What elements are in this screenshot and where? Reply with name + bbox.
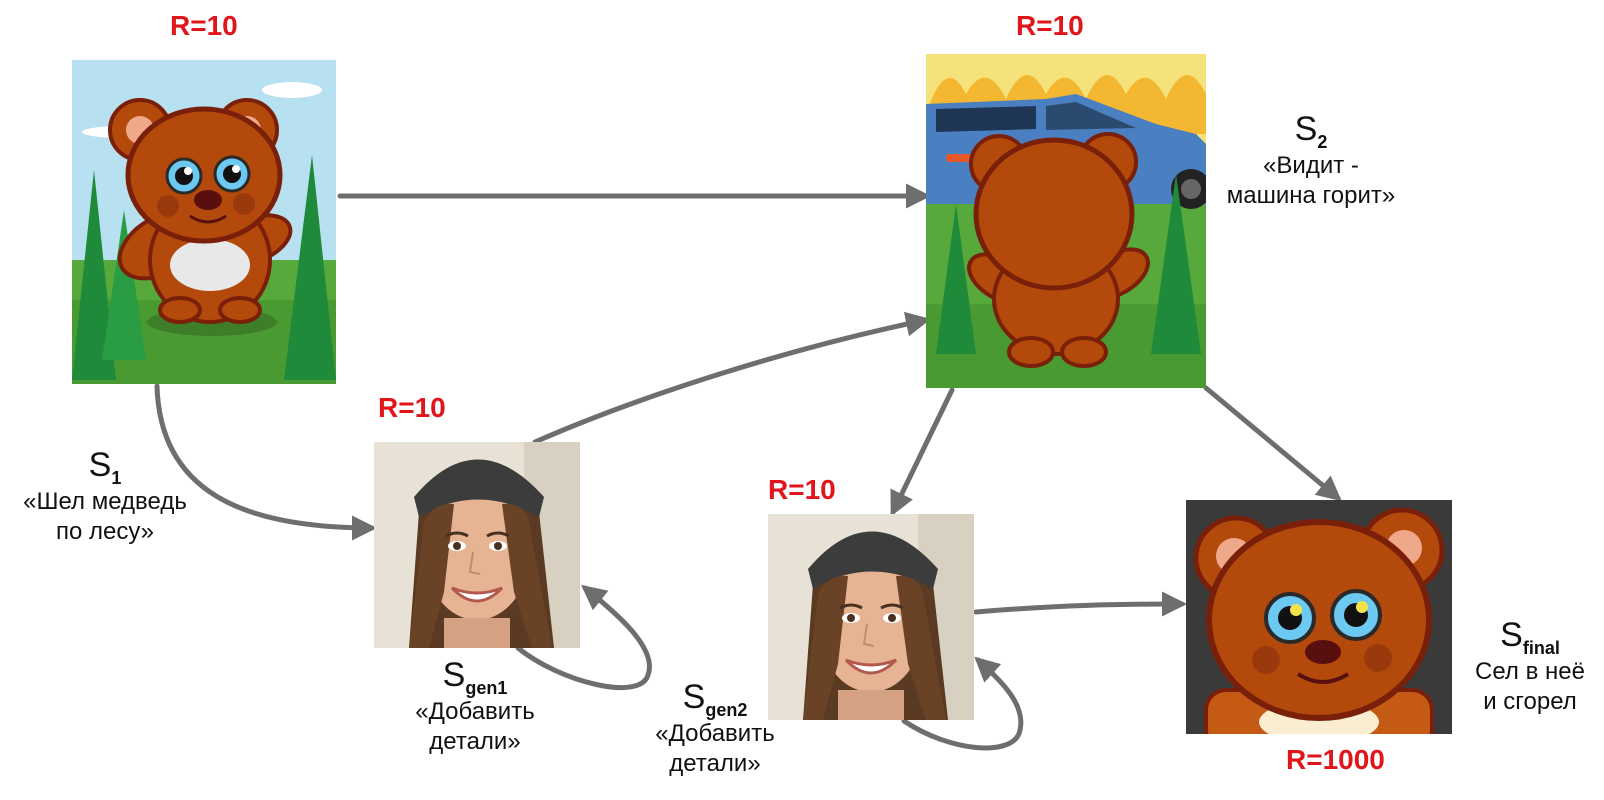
label-s2: S2 «Видит - машина горит» bbox=[1226, 110, 1396, 209]
bear-face-icon bbox=[1193, 507, 1445, 734]
bear-icon bbox=[108, 98, 293, 324]
edge-s2-final bbox=[1203, 385, 1342, 502]
label-s1: S1 «Шел медведь по лесу» bbox=[23, 446, 187, 545]
edge-gen2-final bbox=[973, 591, 1187, 617]
reward-s1: R=10 bbox=[170, 10, 238, 41]
label-gen1: Sgen1 «Добавить детали» bbox=[415, 656, 535, 755]
label-gen2: Sgen2 «Добавить детали» bbox=[655, 678, 775, 777]
edge-gen1-s2 bbox=[532, 311, 931, 445]
image-bear-forest bbox=[72, 60, 336, 384]
label-final: Sfinal Сел в неё и сгорел bbox=[1475, 616, 1585, 715]
reward-s2: R=10 bbox=[1016, 10, 1084, 41]
bear-back-icon bbox=[967, 132, 1150, 368]
reward-gen1: R=10 bbox=[378, 392, 446, 423]
image-bear-closeup bbox=[1186, 500, 1452, 734]
image-woman-portrait-2 bbox=[768, 514, 974, 720]
image-woman-portrait-1 bbox=[374, 442, 580, 648]
reward-gen2: R=10 bbox=[768, 474, 836, 505]
edge-s2-gen2 bbox=[890, 387, 955, 517]
edge-gen1-loop bbox=[515, 584, 652, 691]
edge-gen2-loop bbox=[901, 656, 1024, 751]
reward-final: R=1000 bbox=[1286, 744, 1385, 775]
image-bear-burning-car bbox=[926, 54, 1206, 388]
edge-s1-gen1 bbox=[154, 383, 377, 541]
